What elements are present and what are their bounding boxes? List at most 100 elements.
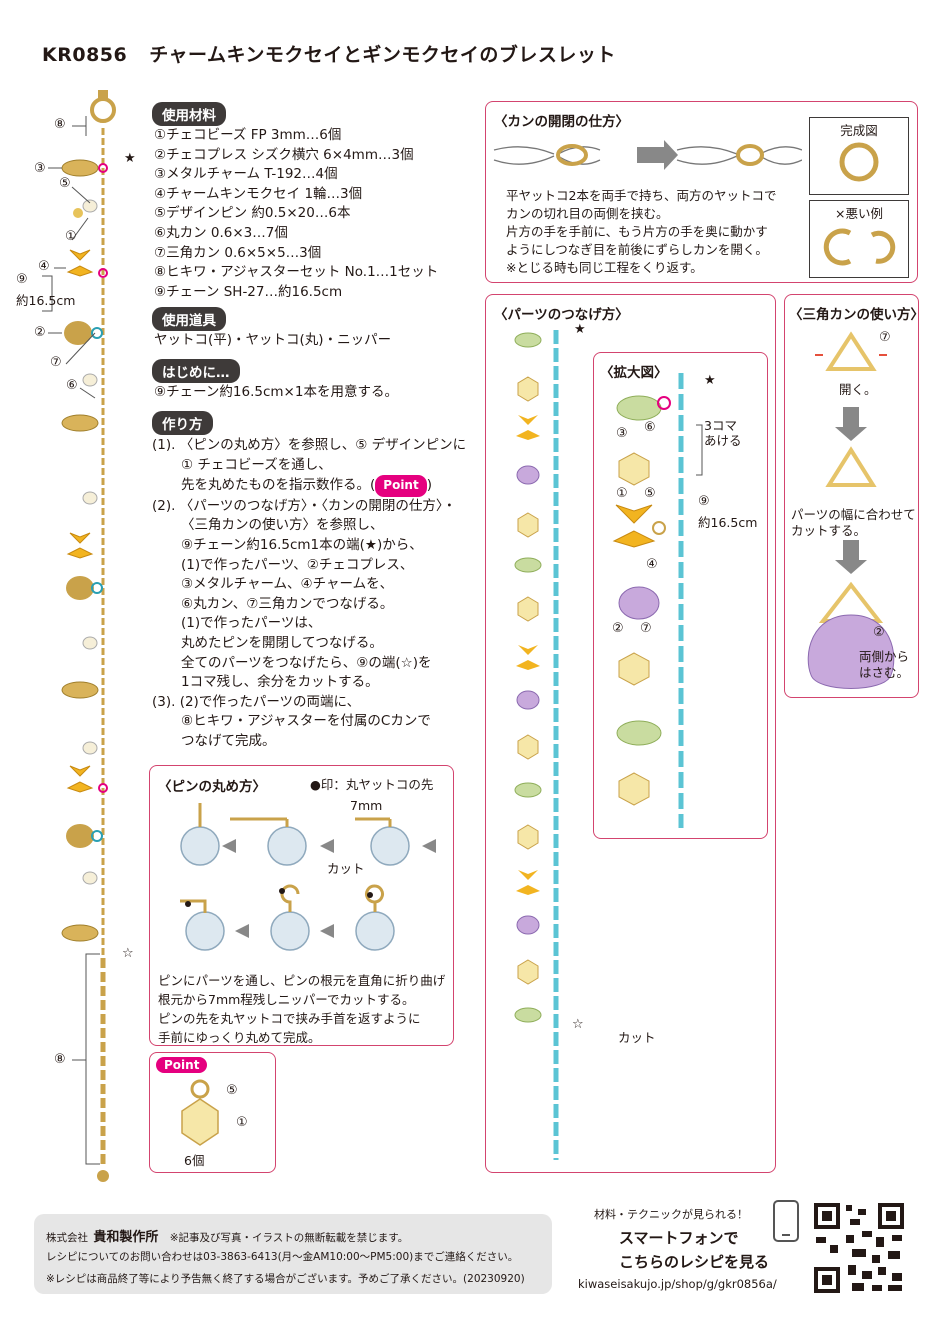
kan-box-desc: 平ヤットコ2本を両手で持ち、両方のヤットコで カンの切れ目の両側を挟む。 片方の… — [506, 188, 777, 275]
bracelet-label-8-bottom: ⑧ — [54, 1052, 66, 1067]
tools-text: ヤットコ(平)・ヤットコ(丸)・ニッパー — [154, 332, 392, 348]
product-code: KR0856 — [42, 44, 128, 66]
howto-line: (1). 〈ピンの丸め方〉を参照し、⑤ デザインピンに — [152, 437, 467, 453]
intro-label: はじめに… — [152, 359, 240, 383]
bracelet-label-5: ⑤ — [59, 176, 71, 191]
bracelet-length: 約16.5cm — [16, 293, 76, 308]
zoom-star: ★ — [704, 373, 716, 388]
zoom-label-5: ⑤ — [644, 486, 656, 501]
bracelet-label-6: ⑥ — [66, 378, 78, 393]
zoom-chain-length: 約16.5cm — [698, 515, 758, 530]
howto-label: 作り方 — [152, 411, 213, 435]
bracelet-label-3: ③ — [34, 161, 46, 176]
pin-rounding-box: 〈ピンの丸め方〉 ●印：丸ヤットコの先 7mm カット ピンにパーツを通し、ピン… — [149, 765, 454, 1046]
bracelet-star: ★ — [124, 151, 136, 166]
zoom-box-title: 〈拡大図〉 — [600, 365, 668, 381]
footer: 株式会社 貴和製作所 ※記事及び写真・イラストの無断転載を禁じます。 レシピにつ… — [34, 1214, 552, 1294]
bracelet-illustration — [42, 90, 116, 1182]
howto-line: (1)で作ったパーツ、②チェコプレス、 — [181, 556, 414, 573]
ring-pliers-diagram — [493, 140, 802, 170]
smartphone-line1: スマートフォンで — [619, 1229, 739, 1247]
ring-open-close-box: 〈カンの開閉の仕方〉 平ヤットコ2本を両手で持ち、両方のヤットコで カンの切れ目… — [485, 101, 918, 283]
bracelet-label-9: ⑨ — [16, 272, 28, 287]
parts-cut: カット — [618, 1030, 656, 1045]
zoom-label-9: ⑨ — [698, 494, 710, 509]
zoom-label-7: ⑦ — [640, 621, 652, 636]
pin-steps-diagram — [180, 803, 436, 951]
done-figure: 完成図 — [809, 117, 909, 195]
zoom-skip: 3コマ あける — [704, 418, 742, 448]
recipe-url-link[interactable]: kiwaseisakujo.jp/shop/g/gkr0856a/ — [578, 1277, 777, 1291]
tri-label-7: ⑦ — [879, 330, 891, 345]
triangle-ring-box: 〈三角カンの使い方〉 ⑦ 開く。 パーツの幅に合わせて カットする。 ② 両側か… — [784, 294, 924, 698]
point-count: 6個 — [184, 1153, 205, 1168]
material-item: ⑤デザインピン 約0.5×20…6本 — [154, 205, 351, 222]
howto-line: ③メタルチャーム、④チャームを、 — [181, 576, 394, 593]
bracelet-label-4: ④ — [38, 259, 50, 274]
zoom-label-1: ① — [616, 486, 628, 501]
parts-sequence — [514, 332, 542, 1023]
tri-label-2: ② — [873, 625, 885, 640]
tools-label: 使用道具 — [152, 307, 226, 331]
material-item: ②チェコプレス シズク横穴 6×4mm…3個 — [154, 146, 414, 163]
point-part-diagram — [181, 1079, 219, 1146]
bracelet-label-8-top: ⑧ — [54, 117, 66, 132]
material-item: ⑨チェーン SH-27…約16.5cm — [154, 283, 343, 300]
tri-open: 開く。 — [839, 382, 877, 397]
zoom-diagram — [612, 373, 703, 828]
materials-list: ①チェコビーズ FP 3mm…6個 ②チェコプレス シズク横穴 6×4mm…3個… — [154, 126, 438, 302]
pin-box-cut: カット — [327, 861, 365, 876]
material-item: ③メタルチャーム T-192…4個 — [154, 166, 338, 183]
contact-info: レシピについてのお問い合わせは03-3863-6413(月〜金AM10:00〜P… — [46, 1251, 519, 1263]
howto-line: 全てのパーツをつなげたら、⑨の端(☆)を — [181, 654, 432, 671]
recipe-notice: ※レシピは商品終了等により予告無く終了する場合がございます。予めご了承ください。… — [46, 1273, 525, 1285]
parts-hollow-star: ☆ — [572, 1017, 584, 1032]
copyright-note: ※記事及び写真・イラストの無断転載を禁じます。 — [169, 1232, 409, 1244]
howto-line: (2). 〈パーツのつなげ方〉・〈カンの開閉の仕方〉・ — [152, 497, 457, 514]
material-item: ⑧ヒキワ・アジャスターセット No.1…1セット — [154, 264, 439, 281]
point-label-1: ① — [236, 1115, 248, 1130]
material-item: ⑦三角カン 0.6×5×5…3個 — [154, 244, 322, 261]
howto-line: (1)で作ったパーツは、 — [181, 615, 322, 632]
bracelet-hollow-star: ☆ — [122, 946, 134, 961]
zoom-box: 〈拡大図〉 ★ 3コマ あける ③ ⑥ ① ⑤ ④ ② ⑦ ⑨ 約16.5cm — [593, 352, 768, 839]
howto-steps: (1). 〈ピンの丸め方〉を参照し、⑤ デザインピンに ① チェコビーズを通し、… — [152, 436, 466, 752]
smartphone-callout: 材料・テクニックが見られる！ — [594, 1208, 748, 1221]
company-name: 貴和製作所 — [93, 1230, 159, 1245]
pin-box-legend: ●印：丸ヤットコの先 — [310, 777, 434, 792]
page-title: KR0856 チャームキンモクセイとギンモクセイのブレスレット — [42, 40, 616, 67]
parts-chain-diagram — [514, 330, 559, 1160]
howto-line: つなげて完成。 — [181, 732, 276, 749]
parts-connection-box: 〈パーツのつなげ方〉 ★ ☆ カット — [485, 294, 776, 1173]
materials-section: 使用材料 — [152, 102, 226, 126]
product-title: チャームキンモクセイとギンモクセイのブレスレット — [149, 44, 616, 66]
pin-box-title: 〈ピンの丸め方〉 — [158, 779, 266, 795]
howto-line: 丸めたピンを開閉してつなげる。 — [181, 634, 383, 651]
howto-line: 先を丸めたものを指示数作る。(Point) — [152, 475, 466, 497]
intro-text: ⑨チェーン約16.5cm×1本を用意する。 — [154, 384, 398, 400]
bracelet-label-7: ⑦ — [50, 355, 62, 370]
company-prefix: 株式会社 — [46, 1232, 88, 1244]
howto-line: 〈三角カンの使い方〉を参照し、 — [181, 517, 384, 534]
bad-example-figure: ×悪い例 — [809, 200, 909, 278]
material-item: ①チェコビーズ FP 3mm…6個 — [154, 127, 342, 143]
tri-box-title: 〈三角カンの使い方〉 — [789, 307, 924, 323]
point-box: Point ⑤ ① 6個 — [149, 1052, 276, 1173]
howto-line: ① チェコビーズを通し、 — [181, 456, 332, 473]
tri-cut-text: パーツの幅に合わせて カットする。 — [791, 507, 916, 538]
materials-label: 使用材料 — [152, 102, 226, 126]
material-item: ④チャームキンモクセイ 1輪…3個 — [154, 185, 363, 202]
lobster-clasp — [90, 97, 116, 123]
qr-code-icon[interactable] — [812, 1201, 906, 1295]
howto-line: ⑥丸カン、⑦三角カンでつなげる。 — [181, 595, 394, 612]
howto-line: (3). (2)で作ったパーツの両端に、 — [152, 693, 361, 710]
zoom-label-3: ③ — [616, 426, 628, 441]
kan-box-title: 〈カンの開閉の仕方〉 — [494, 114, 629, 130]
pin-box-measure: 7mm — [350, 798, 383, 813]
zoom-label-4: ④ — [646, 557, 658, 572]
point-label-5: ⑤ — [226, 1083, 238, 1098]
howto-line: ⑧ヒキワ・アジャスターを付属のCカンで — [181, 713, 431, 730]
zoom-label-6: ⑥ — [644, 420, 656, 435]
pin-box-desc: ピンにパーツを通し、ピンの根元を直角に折り曲げ 根元から7mm程残しニッパーでカ… — [158, 973, 446, 1045]
bracelet-charms — [61, 159, 108, 942]
